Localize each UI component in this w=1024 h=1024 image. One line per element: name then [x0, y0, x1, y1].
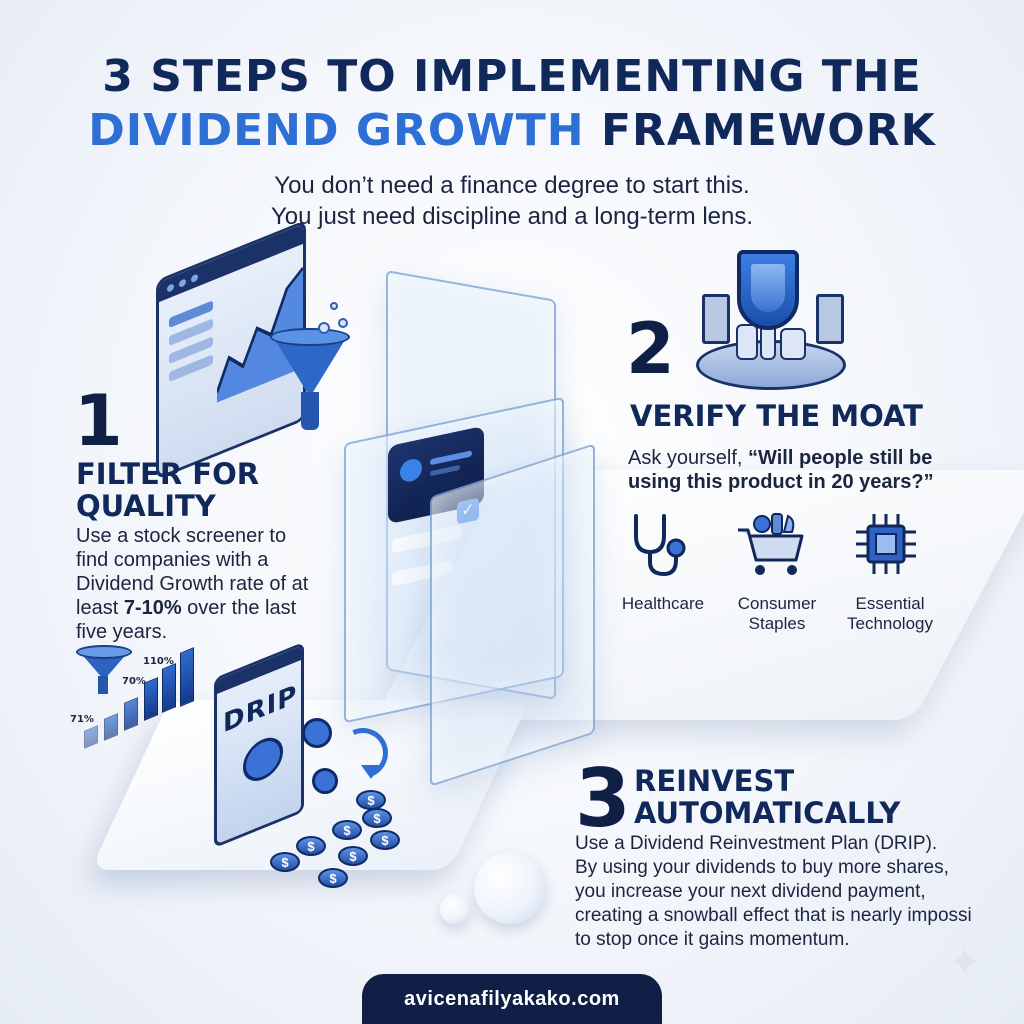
coin-icon: $	[296, 836, 326, 856]
card-line	[430, 450, 472, 466]
coin-icon: $	[318, 868, 348, 888]
step-3-body: Use a Dividend Reinvestment Plan (DRIP).…	[575, 832, 1024, 952]
mini-chart-label: 110%	[143, 656, 174, 667]
mini-bar	[180, 647, 194, 707]
shopping-cart-icon	[738, 513, 804, 575]
category-label: Healthcare	[621, 594, 705, 613]
step-2-body: Ask yourself, “Will people still be usin…	[628, 446, 968, 494]
category-label: Technology	[846, 614, 933, 633]
title-rest: FRAMEWORK	[584, 105, 936, 156]
step-3-body-line: you increase your next dividend payment,	[575, 881, 926, 902]
step-1-number: 1	[74, 380, 123, 462]
step-3-body-line: creating a snowball effect that is nearl…	[575, 905, 972, 926]
step-3-heading-line-1: REINVEST	[634, 764, 795, 798]
step-1-body-bold: 7-10%	[123, 597, 182, 619]
mini-funnel-rim	[76, 645, 132, 659]
step-1-heading-line-2: QUALITY	[76, 489, 216, 523]
step-3-heading-line-2: AUTOMATICALLY	[634, 796, 901, 830]
title-line-2: DIVIDEND GROWTH FRAMEWORK	[0, 104, 1024, 158]
category-consumer-staples: Consumer Staples	[722, 594, 832, 634]
step-2-heading: VERIFY THE MOAT	[630, 399, 923, 433]
subtitle: You don’t need a finance degree to start…	[0, 170, 1024, 232]
product-icon	[780, 328, 806, 360]
coin-icon: $	[332, 820, 362, 840]
subtitle-line-1: You don’t need a finance degree to start…	[274, 172, 750, 199]
category-label: Essential	[855, 594, 925, 613]
snowball-small	[440, 894, 470, 924]
category-healthcare: Healthcare	[608, 594, 718, 614]
glass-panel-front	[430, 443, 595, 787]
shield-inner	[751, 264, 785, 312]
card-avatar-dot	[400, 456, 422, 484]
mini-bar	[162, 663, 176, 713]
window-dot	[191, 273, 198, 284]
castle-tower-icon	[816, 294, 844, 344]
page-title: 3 STEPS TO IMPLEMENTING THE DIVIDEND GRO…	[0, 50, 1024, 158]
sparkle-icon: ✦	[948, 941, 982, 985]
step-3-body-line: to stop once it gains momentum.	[575, 929, 850, 950]
microchip-icon	[856, 514, 916, 574]
window-dot	[179, 278, 186, 289]
step-3-body-line: Use a Dividend Reinvestment Plan (DRIP).	[575, 833, 938, 854]
product-icon	[736, 324, 758, 360]
step-1-heading-line-1: FILTER FOR	[76, 457, 260, 491]
step-1-body-post: over the last five years.	[76, 597, 297, 643]
gear-icon	[312, 768, 338, 794]
stethoscope-icon	[634, 514, 686, 577]
step-3-number: 3	[575, 752, 631, 845]
window-dot	[167, 283, 174, 293]
arrow-head-icon	[361, 765, 381, 779]
drip-card-icon: DRIP	[214, 641, 304, 849]
coin-icon: $	[370, 830, 400, 850]
step-2-body-pre: Ask yourself,	[628, 447, 749, 469]
castle-tower-icon	[702, 294, 730, 344]
category-label: Staples	[748, 614, 806, 633]
gear-icon	[243, 731, 283, 788]
card-line	[430, 464, 460, 477]
coin-icon: $	[270, 852, 300, 872]
coin-icon: $	[338, 846, 368, 866]
mini-chart-label: 71%	[70, 714, 94, 725]
coin-icon: $	[356, 790, 386, 810]
step-1-body: Use a stock screener to find companies w…	[76, 524, 316, 644]
title-line-1: 3 STEPS TO IMPLEMENTING THE	[102, 51, 922, 102]
funnel-stem	[301, 392, 319, 430]
title-accent: DIVIDEND GROWTH	[88, 105, 585, 156]
bubble-icon	[330, 302, 338, 310]
step-3-heading: REINVEST AUTOMATICALLY	[634, 765, 934, 829]
gear-icon	[302, 718, 332, 748]
mini-funnel-stem	[98, 676, 108, 694]
category-essential-technology: Essential Technology	[830, 594, 950, 634]
mini-chart-label: 70%	[122, 676, 146, 687]
step-3-body-line: By using your dividends to buy more shar…	[575, 857, 949, 878]
shield-icon	[737, 250, 799, 330]
funnel-rim	[270, 328, 350, 346]
mini-bar	[144, 677, 158, 721]
step-2-number: 2	[626, 308, 675, 390]
step-1-heading: FILTER FOR QUALITY	[76, 458, 316, 522]
step-2-body-bold: “Will people still be using this product…	[628, 447, 934, 493]
coin-icon: $	[362, 808, 392, 828]
step-1-body-pre: Use a stock screener to find companies w…	[76, 525, 309, 619]
footer-tab: avicenafilyakako.com	[362, 974, 662, 1024]
mini-bar	[104, 713, 118, 741]
snowball-large	[474, 852, 546, 924]
subtitle-line-2: You just need discipline and a long-term…	[270, 203, 754, 230]
bubble-icon	[318, 322, 330, 334]
mini-bar	[84, 725, 98, 749]
drip-label: DRIP	[223, 679, 298, 740]
category-label: Consumer	[737, 594, 817, 613]
bubble-icon	[338, 318, 348, 328]
footer-url[interactable]: avicenafilyakako.com	[404, 988, 620, 1010]
mini-bar	[124, 697, 138, 731]
